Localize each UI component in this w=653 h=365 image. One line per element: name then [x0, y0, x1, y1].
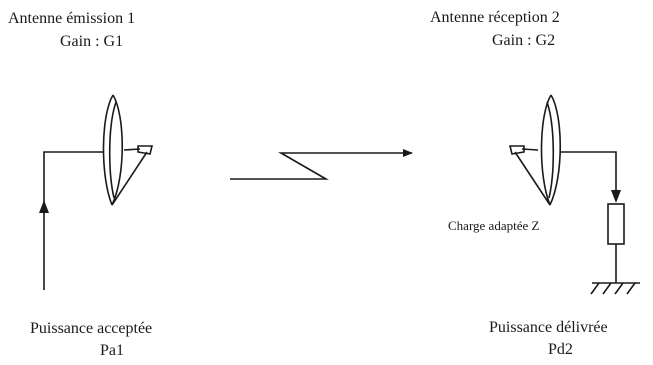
delivered-power-label: Puissance délivrée [489, 319, 608, 336]
input-arrow-icon [39, 200, 49, 213]
receive-antenna-gain: Gain : G2 [492, 32, 556, 49]
matched-load-label: Charge adaptée Z [448, 218, 540, 233]
accepted-power-symbol: Pa1 [100, 342, 124, 359]
propagation-arrow [230, 149, 413, 180]
output-arrow-icon [611, 190, 621, 203]
accepted-power-label: Puissance acceptée [30, 320, 153, 337]
transmit-feed-line [43, 151, 104, 290]
matched-load-resistor [607, 203, 625, 245]
delivered-power-symbol: Pd2 [548, 341, 573, 358]
transmit-antenna-gain: Gain : G1 [60, 33, 124, 50]
transmit-antenna-title: Antenne émission 1 [8, 10, 136, 27]
transmit-antenna-icon [102, 94, 154, 206]
receive-antenna-icon [508, 94, 561, 206]
receive-feed-line [560, 151, 617, 196]
receive-antenna-title: Antenne réception 2 [430, 9, 560, 26]
ground-icon [590, 244, 640, 295]
